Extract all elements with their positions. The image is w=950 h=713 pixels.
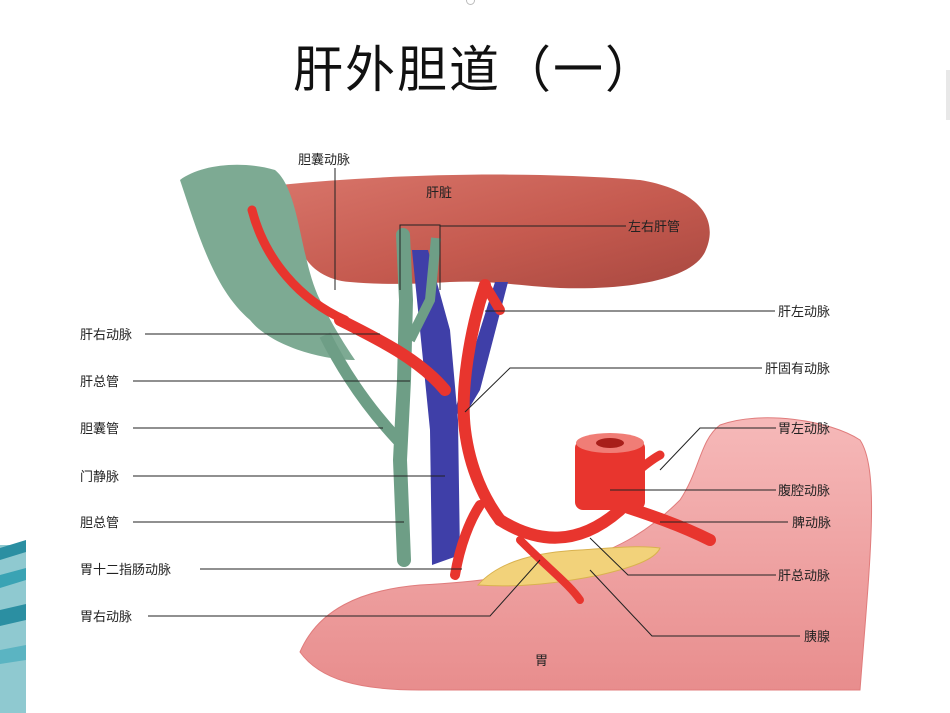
decor-stripe (0, 568, 26, 588)
celiac-trunk-opening (596, 438, 624, 448)
label-liver: 肝脏 (426, 186, 452, 201)
label-left-gastric-artery: 胃左动脉 (778, 422, 830, 437)
label-right-hepatic-artery: 肝右动脉 (80, 328, 132, 343)
label-proper-hepatic-artery: 肝固有动脉 (765, 362, 830, 377)
label-left-hepatic-artery: 肝左动脉 (778, 305, 830, 320)
gastroduodenal-artery-shape (450, 500, 485, 580)
proper-hepatic-artery-shape (457, 279, 506, 526)
right-gastric-artery-shape (516, 536, 584, 604)
common-hepatic-artery-shape (494, 504, 626, 544)
leader-lines (133, 168, 800, 637)
left-hepatic-artery-shape (480, 280, 505, 315)
slide-title: 肝外胆道（一） (293, 41, 657, 99)
label-splenic-artery: 脾动脉 (792, 516, 831, 531)
label-cystic-artery: 胆囊动脉 (298, 152, 350, 168)
decor-stripe (0, 604, 26, 626)
leader-right-gastric-artery (148, 559, 541, 617)
right-hepatic-artery-shape (334, 314, 451, 396)
leader-left-gastric-artery (659, 427, 776, 471)
stomach-shape (299, 417, 873, 691)
cystic-artery-shape (247, 205, 350, 325)
label-cystic-duct: 胆囊管 (80, 421, 119, 437)
slide-edge-strip (946, 70, 950, 120)
label-celiac-trunk: 腹腔动脉 (778, 483, 830, 499)
celiac-trunk-shape (575, 440, 645, 510)
decor-stripe (0, 540, 26, 560)
decor-stripe (0, 645, 26, 664)
leader-proper-hepatic-artery (464, 367, 762, 413)
label-right-gastric-artery: 胃右动脉 (80, 610, 132, 625)
leader-pancreas (589, 569, 800, 637)
bile-duct-shape (392, 228, 414, 567)
label-gastroduodenal-artery: 胃十二指肠动脉 (80, 563, 171, 578)
label-left-right-hepatic-ducts: 左右肝管 (628, 220, 680, 235)
label-common-hepatic-artery: 肝总动脉 (778, 569, 830, 584)
cystic-duct-shape (319, 332, 403, 445)
liver-shape (280, 174, 710, 289)
gallbladder-shape (180, 164, 355, 360)
leader-left-right-hepatic-ducts (399, 224, 441, 290)
label-portal-vein: 门静脉 (80, 470, 119, 485)
diagram-labels: 胆囊动脉 肝脏 左右肝管 肝左动脉 肝右动脉 肝固有动脉 肝总管 胆囊管 胃左动… (80, 152, 831, 669)
label-common-bile-duct: 胆总管 (80, 516, 119, 531)
portal-vein-shape (412, 250, 460, 565)
slide-decoration (0, 540, 26, 713)
label-stomach: 胃 (535, 654, 548, 669)
leader-common-hepatic-artery (589, 537, 776, 576)
slide-dot-marker (466, 0, 475, 5)
label-pancreas: 胰腺 (804, 630, 830, 645)
right-hepatic-duct-shape (405, 237, 441, 343)
label-common-hepatic-duct: 肝总管 (80, 375, 119, 390)
